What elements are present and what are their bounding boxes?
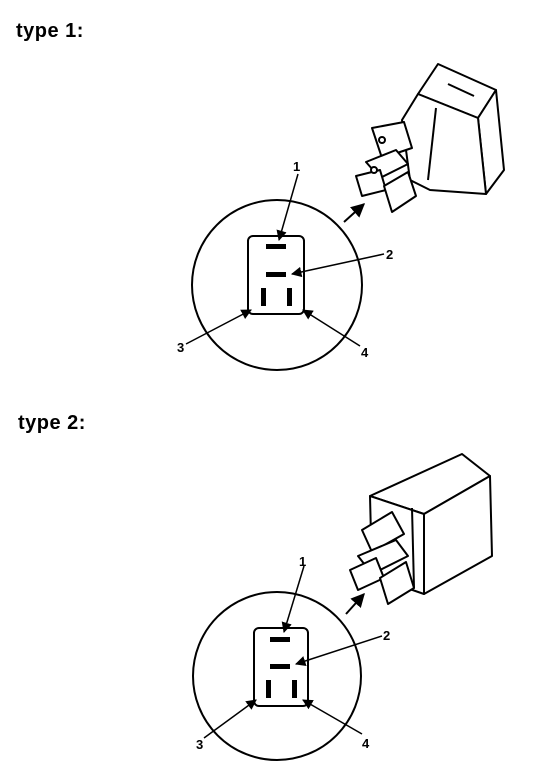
type2-slot-1 xyxy=(270,637,290,642)
type2-socket xyxy=(253,627,309,707)
type1-relay xyxy=(355,63,505,213)
type1-slot-3 xyxy=(261,288,266,306)
type1-label-4: 4 xyxy=(361,345,369,360)
type1-label-2: 2 xyxy=(386,247,393,262)
type2-label-2: 2 xyxy=(383,628,390,643)
type1-slot-4 xyxy=(287,288,292,306)
type1-heading: type 1: xyxy=(16,20,84,42)
type2-slot-4 xyxy=(292,680,297,698)
type1-label-1: 1 xyxy=(293,159,300,174)
type1-connector-circle xyxy=(191,199,363,371)
type2-slot-2 xyxy=(270,664,290,669)
type2-relay xyxy=(349,453,493,605)
type1-slot-1 xyxy=(266,244,286,249)
type2-slot-3 xyxy=(266,680,271,698)
type2-heading: type 2: xyxy=(18,412,86,434)
type1-leaders xyxy=(185,173,385,347)
type1-zoom-arrow xyxy=(343,203,366,223)
type1-slot-2 xyxy=(266,272,286,277)
type1-label-3: 3 xyxy=(177,340,184,355)
type2-leaders xyxy=(203,565,383,739)
type2-label-4: 4 xyxy=(362,736,370,751)
type2-label-3: 3 xyxy=(196,737,203,752)
type2-connector-circle xyxy=(192,591,362,761)
type1-socket xyxy=(247,235,305,315)
type2-label-1: 1 xyxy=(299,554,306,569)
type2-zoom-arrow xyxy=(345,592,365,615)
